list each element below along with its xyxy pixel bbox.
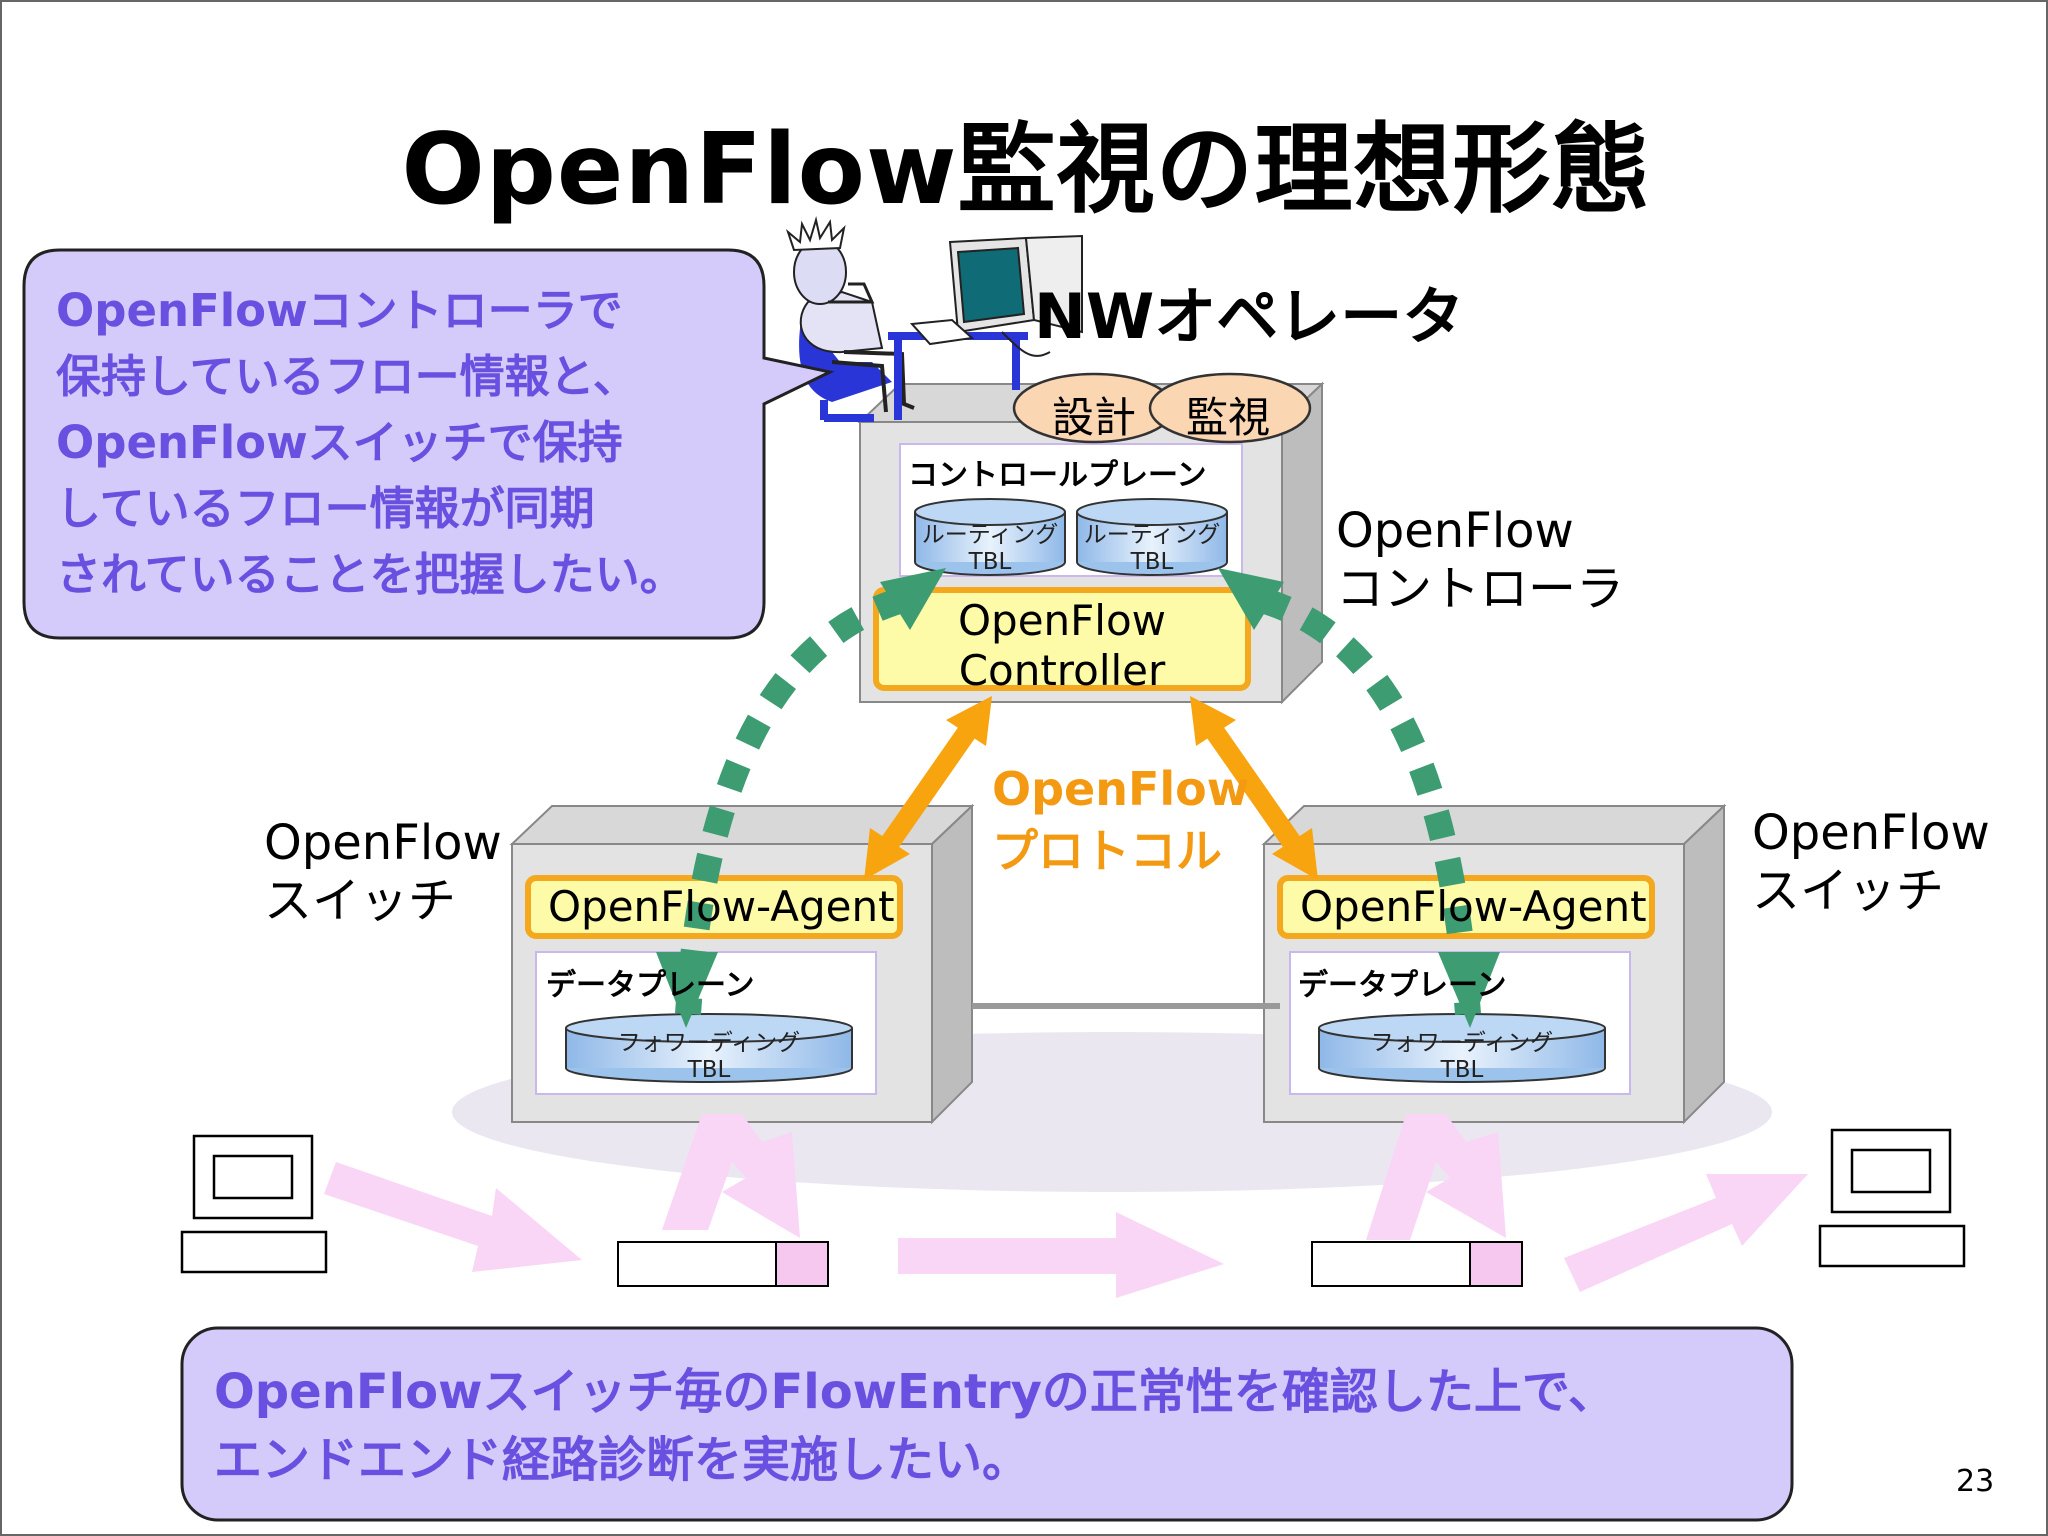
callout-top-text: OpenFlowコントローラで 保持しているフロー情報と、 OpenFlowスイ…: [56, 278, 685, 608]
operator-figure-icon: [785, 216, 1083, 422]
controller-app-label: OpenFlow Controller: [876, 596, 1248, 696]
forwarding-tbl-cylinder-left: [565, 1013, 853, 1083]
design-tag-label: 設計: [1052, 393, 1137, 442]
controller-app-line2: Controller: [958, 646, 1166, 695]
callout-top-line: OpenFlowコントローラで: [56, 284, 623, 337]
flow-arrows: [324, 1114, 1808, 1298]
controller-side-label: OpenFlow コントローラ: [1336, 502, 1624, 618]
slide-title: OpenFlow監視の理想形態: [401, 113, 1651, 227]
routing-tbl-label-1: ルーティング TBL: [912, 522, 1068, 576]
host-computer-right-icon: [1818, 1128, 1966, 1268]
controller-side-line2: コントローラ: [1336, 561, 1625, 617]
host-computer-left-icon: [180, 1134, 328, 1274]
protocol-line1: OpenFlow: [992, 762, 1250, 816]
switch-left-side-line1: OpenFlow: [264, 815, 502, 871]
callout-top-line: OpenFlowスイッチで保持: [56, 416, 623, 469]
forwarding-tbl-left-line2: TBL: [687, 1057, 731, 1083]
protocol-label: OpenFlow プロトコル: [992, 758, 1249, 882]
switch-right-side-label: OpenFlow スイッチ: [1752, 804, 1990, 920]
switch-right-side-line1: OpenFlow: [1752, 805, 1990, 861]
routing-tbl-cylinder-1: [914, 498, 1066, 576]
protocol-arrow-right: [1190, 696, 1318, 880]
data-plane-label-left: データプレーン: [546, 968, 755, 1003]
operator-label: NWオペレータ: [1034, 280, 1465, 353]
protocol-line2: プロトコル: [992, 824, 1222, 878]
callout-top-bubble: [22, 248, 835, 640]
routing-tbl-2-line1: ルーティング: [1083, 522, 1221, 548]
callout-bottom-line: OpenFlowスイッチ毎のFlowEntryの正常性を確認した上で、: [214, 1364, 1616, 1420]
controller-app-box: [873, 587, 1251, 691]
controller-side-line1: OpenFlow: [1336, 503, 1574, 559]
data-plane-label-right: データプレーン: [1298, 968, 1507, 1003]
agent-label-left: OpenFlow-Agent: [548, 882, 895, 931]
callout-top-line: しているフロー情報が同期: [56, 482, 595, 535]
packet-right: [1311, 1241, 1523, 1287]
routing-tbl-label-2: ルーティング TBL: [1074, 522, 1230, 576]
forwarding-tbl-right-line2: TBL: [1440, 1057, 1484, 1083]
routing-tbl-2-line2: TBL: [1130, 549, 1174, 575]
monitor-tag-label: 監視: [1186, 393, 1271, 442]
sync-arrow-right: [1218, 568, 1500, 1028]
sync-arrow-left: [656, 568, 946, 1028]
callout-top-line: されていることを把握したい。: [56, 548, 685, 601]
routing-tbl-1-line2: TBL: [968, 549, 1012, 575]
forwarding-tbl-left-line1: フォワーディング: [617, 1030, 801, 1056]
monitor-tag-ellipse: [1148, 372, 1312, 444]
controller-app-line1: OpenFlow: [957, 596, 1167, 645]
switch-right-side-line2: スイッチ: [1752, 863, 1945, 919]
callout-top-line: 保持しているフロー情報と、: [56, 350, 638, 403]
switch-left-side-line2: スイッチ: [264, 873, 457, 929]
routing-tbl-cylinder-2: [1076, 498, 1228, 576]
packet-left: [617, 1241, 829, 1287]
switch-left-side-label: OpenFlow スイッチ: [264, 814, 502, 930]
forwarding-tbl-label-right: フォワーディング TBL: [1319, 1030, 1605, 1084]
page-number: 23: [1956, 1464, 1995, 1499]
forwarding-tbl-label-left: フォワーディング TBL: [566, 1030, 852, 1084]
protocol-arrow-left: [864, 696, 992, 880]
control-plane-label: コントロールプレーン: [908, 458, 1207, 493]
routing-tbl-1-line1: ルーティング: [921, 522, 1059, 548]
callout-bottom-line: エンドエンド経路診断を実施したい。: [214, 1432, 1031, 1488]
forwarding-tbl-right-line1: フォワーディング: [1370, 1030, 1554, 1056]
callout-bottom-box: [180, 1326, 1794, 1522]
callout-bottom-text: OpenFlowスイッチ毎のFlowEntryの正常性を確認した上で、 エンドエ…: [214, 1358, 1616, 1494]
agent-label-right: OpenFlow-Agent: [1300, 882, 1647, 931]
forwarding-tbl-cylinder-right: [1318, 1013, 1606, 1083]
